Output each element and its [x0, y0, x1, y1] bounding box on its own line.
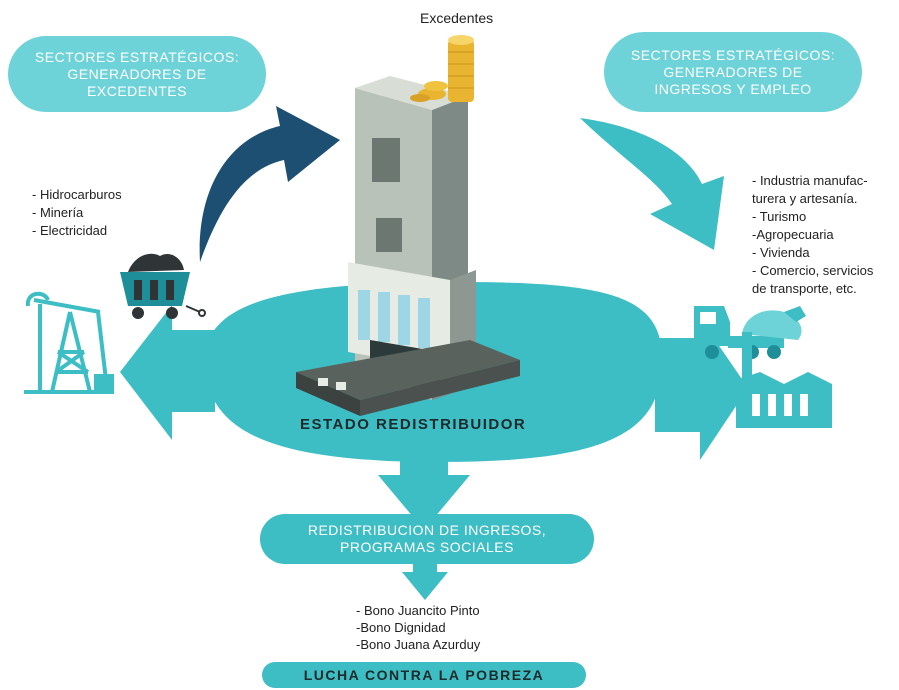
left-pill-line3: EXCEDENTES [87, 82, 187, 99]
left-pill-label: SECTORES ESTRATÉGICOS: GENERADORES DE EX… [8, 36, 266, 112]
left-pill-line1: SECTORES ESTRATÉGICOS: [34, 48, 240, 65]
list-item: - Minería [32, 205, 84, 220]
left-sector-list: - Hidrocarburos - Minería - Electricidad [32, 186, 122, 240]
coins-icon [410, 35, 474, 102]
redistribution-pill-label: REDISTRIBUCION DE INGRESOS, PROGRAMAS SO… [260, 514, 594, 564]
oil-pump-icon [24, 291, 114, 394]
mining-cart-icon [120, 253, 206, 319]
left-pill-line2: GENERADORES DE [67, 65, 207, 82]
list-item: - Electricidad [32, 223, 108, 238]
right-pill-line2: GENERADORES DE [663, 63, 803, 80]
cement-truck-icon [694, 306, 806, 359]
list-item: -Bono Dignidad [356, 620, 446, 635]
right-pill-line3: INGRESOS Y EMPLEO [654, 80, 812, 97]
right-sector-list: - Industria manufac- turera y artesanía.… [752, 172, 873, 298]
arrow-left-icon [120, 305, 215, 440]
list-item: de transporte, etc. [752, 281, 857, 296]
list-item: - Bono Juancito Pinto [356, 603, 480, 618]
list-item: -Agropecuaria [752, 227, 834, 242]
list-item: - Industria manufac- [752, 173, 868, 188]
redistribution-line1: REDISTRIBUCION DE INGRESOS, [307, 522, 547, 538]
curved-arrow-down-icon [580, 118, 724, 250]
bottom-pill-shape [262, 662, 586, 688]
right-pill-label: SECTORES ESTRATÉGICOS: GENERADORES DE IN… [604, 32, 862, 112]
list-item: - Comercio, servicios [752, 263, 874, 278]
list-item: - Vivienda [752, 245, 810, 260]
right-pill-shape [604, 32, 862, 112]
excedentes-label: Excedentes [420, 10, 494, 26]
center-label: ESTADO REDISTRIBUIDOR [300, 416, 527, 433]
list-item: -Bono Juana Azurduy [356, 637, 481, 652]
redistribution-pill-shape [260, 514, 594, 564]
curved-arrow-up-icon [199, 106, 340, 262]
bottom-pill-label: LUCHA CONTRA LA POBREZA [303, 666, 545, 683]
redistribution-line2: PROGRAMAS SOCIALES [340, 539, 514, 555]
list-item: - Turismo [752, 209, 807, 224]
arrow-down-small-icon [402, 555, 448, 600]
list-item: turera y artesanía. [752, 191, 858, 206]
factory-icon [736, 332, 832, 428]
arrow-right-icon [655, 318, 748, 460]
arrow-down-icon [378, 455, 470, 530]
list-item: - Hidrocarburos [32, 187, 122, 202]
bonos-list: - Bono Juancito Pinto -Bono Dignidad -Bo… [356, 602, 480, 653]
left-pill-shape [8, 36, 266, 112]
right-pill-line1: SECTORES ESTRATÉGICOS: [630, 46, 836, 63]
building-icon [296, 76, 520, 416]
